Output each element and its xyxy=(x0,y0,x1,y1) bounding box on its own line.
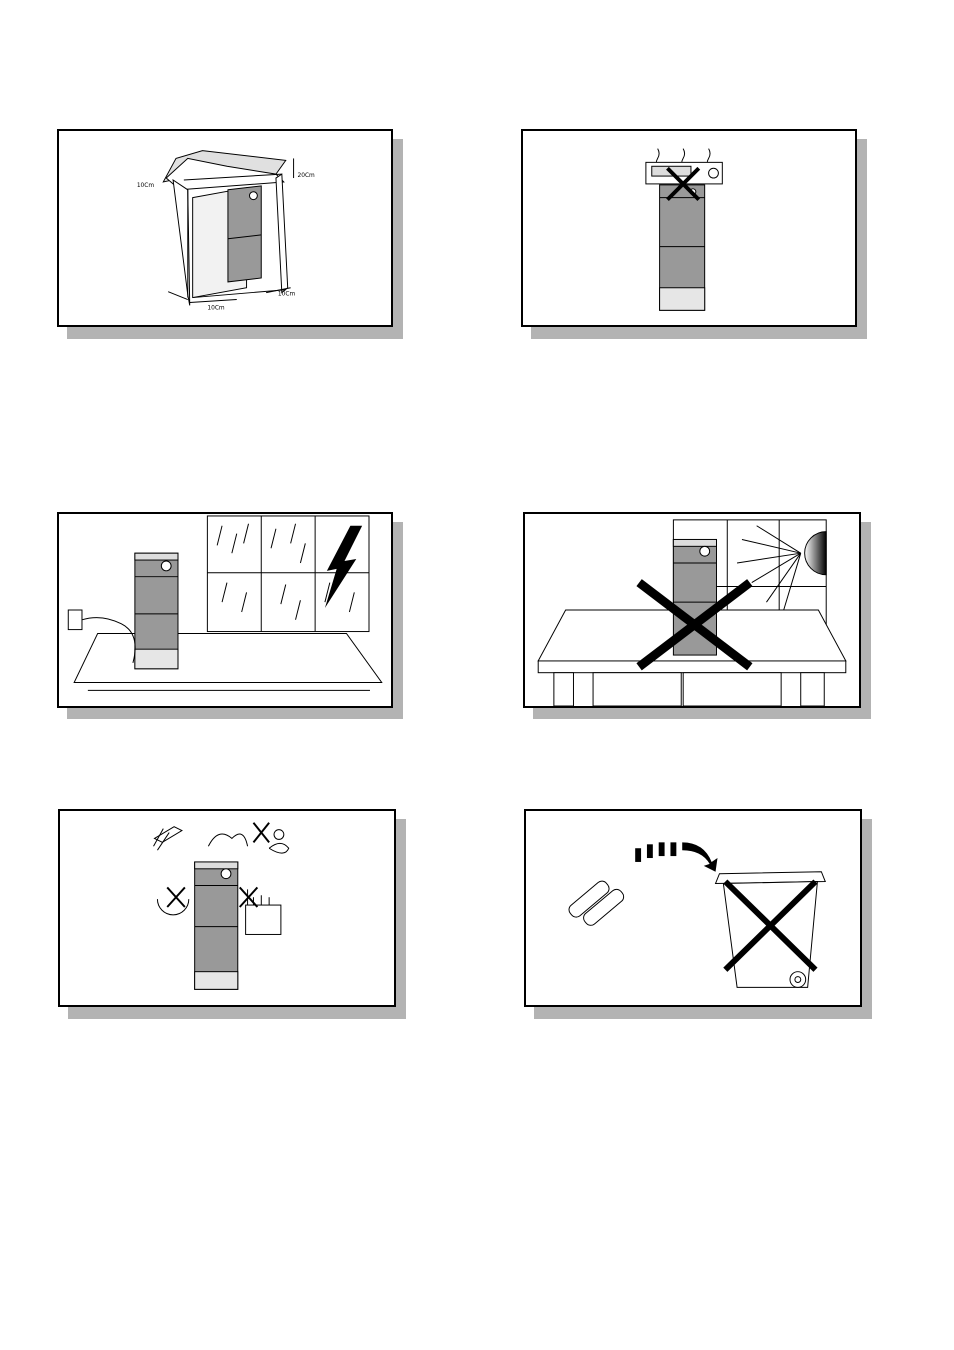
clearance-bottom-right-label: 10Cm xyxy=(278,292,296,298)
clearance-bottom-left-label: 10Cm xyxy=(207,305,225,311)
figure-no-heat-source-on-top xyxy=(521,129,867,339)
figure-ventilation-clearance: 10Cm 20Cm 10Cm 10Cm xyxy=(57,129,403,339)
clearance-top-label: 20Cm xyxy=(298,173,316,179)
figure-no-direct-sunlight xyxy=(523,512,871,719)
clearance-side-label: 10Cm xyxy=(137,183,155,189)
figure-unplug-during-storm xyxy=(57,512,403,719)
figure-avoid-water-magnets-heat xyxy=(58,809,406,1019)
figure-battery-disposal xyxy=(524,809,872,1019)
